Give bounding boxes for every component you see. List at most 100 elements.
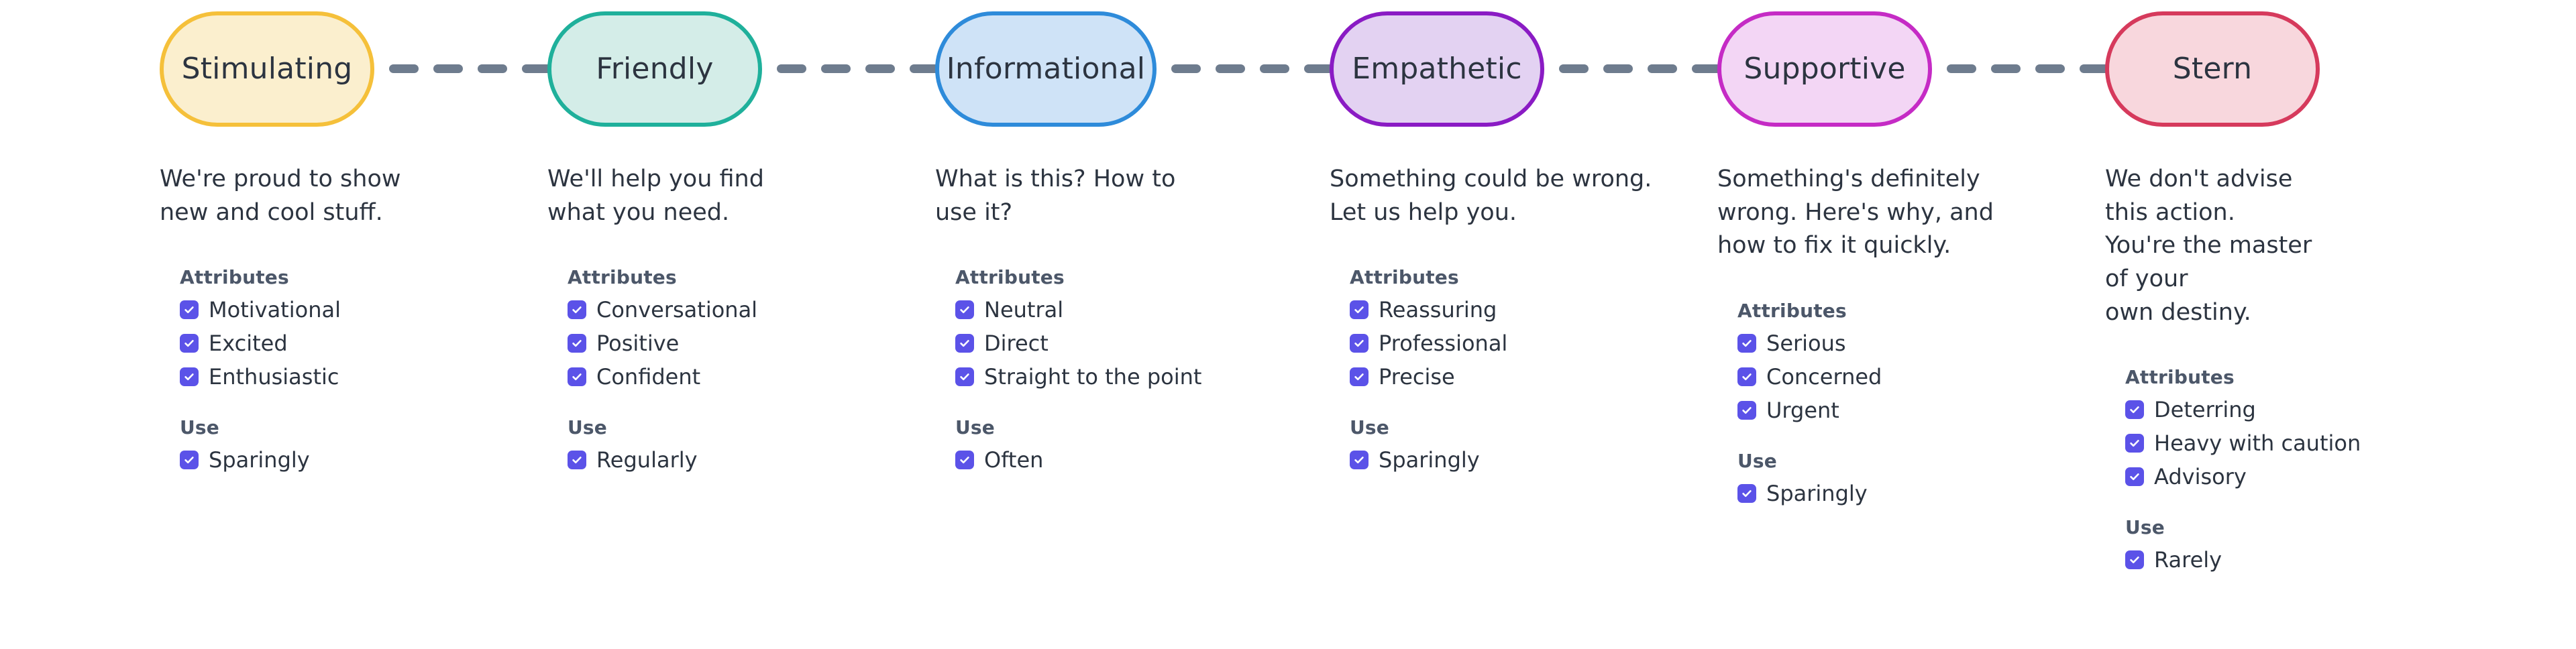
checklist-item[interactable]: Regularly — [568, 447, 757, 473]
dashed-connector — [374, 64, 566, 73]
checklist-group-title: Use — [2125, 516, 2165, 539]
checklist-item[interactable]: Serious — [1737, 331, 1882, 356]
checklist-group-title: Use — [568, 416, 607, 439]
tone-pill[interactable]: Stern — [2105, 11, 2320, 127]
checklist-item[interactable]: Sparingly — [1737, 481, 1882, 506]
checklist-item-label: Concerned — [1766, 364, 1882, 390]
checkmark-icon[interactable] — [2125, 550, 2144, 570]
checkmark-icon[interactable] — [2125, 434, 2144, 453]
dashed-connector — [762, 64, 954, 73]
checklist-item-label: Advisory — [2154, 464, 2247, 490]
checklist-item[interactable]: Rarely — [2125, 547, 2361, 573]
tone-pill[interactable]: Supportive — [1717, 11, 1932, 127]
connector-dash — [2035, 64, 2065, 73]
checklist-group-title: Attributes — [2125, 366, 2235, 389]
checklist-item[interactable]: Positive — [568, 331, 757, 356]
checklist-item[interactable]: Advisory — [2125, 464, 2361, 489]
dashed-connector — [1544, 64, 1736, 73]
tone-pill-label: Informational — [946, 52, 1146, 86]
checklist-item-label: Deterring — [2154, 397, 2256, 423]
checkmark-icon[interactable] — [955, 367, 974, 387]
connector-dash — [1171, 64, 1201, 73]
checklist-item-label: Excited — [209, 331, 288, 357]
checklist-item[interactable]: Confident — [568, 364, 757, 390]
checkmark-icon[interactable] — [568, 367, 586, 387]
checklist-item[interactable]: Conversational — [568, 297, 757, 322]
checkmark-icon[interactable] — [1350, 451, 1368, 470]
checklist-item-label: Urgent — [1766, 398, 1839, 424]
connector-dash — [865, 64, 895, 73]
checklist-item-label: Regularly — [596, 447, 698, 473]
checklist-item[interactable]: Straight to the point — [955, 364, 1201, 390]
checklist-item[interactable]: Reassuring — [1350, 297, 1507, 322]
checkmark-icon[interactable] — [1737, 367, 1756, 387]
checkmark-icon[interactable] — [180, 300, 199, 320]
checkmark-icon[interactable] — [2125, 467, 2144, 487]
tone-pill-row: Empathetic — [1330, 0, 1736, 137]
checkmark-icon[interactable] — [1737, 401, 1756, 420]
checkmark-icon[interactable] — [568, 300, 586, 320]
connector-dash — [1260, 64, 1289, 73]
checkmark-icon[interactable] — [1350, 334, 1368, 353]
tone-description: We don't advise this action. You're the … — [2105, 166, 2312, 326]
checklist-item[interactable]: Heavy with caution — [2125, 430, 2361, 456]
connector-dash — [389, 64, 419, 73]
checklist-item[interactable]: Sparingly — [1350, 447, 1507, 473]
checklist-group-title: Attributes — [1350, 266, 1459, 289]
connector-dash — [522, 64, 551, 73]
checkmark-icon[interactable] — [180, 334, 199, 353]
tone-description: We'll help you find what you need. — [547, 166, 764, 226]
checklist-item[interactable]: Concerned — [1737, 364, 1882, 390]
checkmark-icon[interactable] — [180, 451, 199, 470]
checklist-item[interactable]: Motivational — [180, 297, 341, 322]
checklist-item[interactable]: Often — [955, 447, 1201, 473]
checklist-item[interactable]: Direct — [955, 331, 1201, 356]
checklist-item[interactable]: Enthusiastic — [180, 364, 341, 390]
checklist-group-title: Use — [1350, 416, 1389, 439]
checkmark-icon[interactable] — [180, 367, 199, 387]
checkmark-icon[interactable] — [568, 451, 586, 470]
checklist-item[interactable]: Urgent — [1737, 398, 1882, 423]
checkmark-icon[interactable] — [1350, 367, 1368, 387]
tone-description: What is this? How to use it? — [935, 166, 1176, 226]
connector-dash — [910, 64, 939, 73]
checklist-item[interactable]: Neutral — [955, 297, 1201, 322]
checkmark-icon[interactable] — [955, 451, 974, 470]
checkmark-icon[interactable] — [1350, 300, 1368, 320]
tone-pill[interactable]: Empathetic — [1330, 11, 1544, 127]
checkmark-icon[interactable] — [2125, 400, 2144, 420]
checkmark-icon[interactable] — [955, 300, 974, 320]
checklist-item[interactable]: Precise — [1350, 364, 1507, 390]
checklist-item[interactable]: Deterring — [2125, 397, 2361, 422]
checkmark-icon[interactable] — [1737, 484, 1756, 504]
checklist-item[interactable]: Excited — [180, 331, 341, 356]
checkmark-icon[interactable] — [1737, 334, 1756, 353]
checklist-item-label: Serious — [1766, 331, 1846, 357]
connector-dash — [1648, 64, 1677, 73]
tone-pill[interactable]: Informational — [935, 11, 1157, 127]
checklist-item-label: Straight to the point — [984, 364, 1202, 390]
checklist-item[interactable]: Professional — [1350, 331, 1507, 356]
connector-dash — [478, 64, 507, 73]
tone-pill[interactable]: Friendly — [547, 11, 762, 127]
checklist-group-title: Attributes — [1737, 300, 1847, 322]
tone-description: Something could be wrong. Let us help yo… — [1330, 166, 1652, 226]
tone-pill[interactable]: Stimulating — [160, 11, 374, 127]
checkmark-icon[interactable] — [568, 334, 586, 353]
checklist-item-label: Positive — [596, 331, 680, 357]
checklist-item[interactable]: Sparingly — [180, 447, 341, 473]
connector-dash — [1559, 64, 1589, 73]
checkmark-icon[interactable] — [955, 334, 974, 353]
